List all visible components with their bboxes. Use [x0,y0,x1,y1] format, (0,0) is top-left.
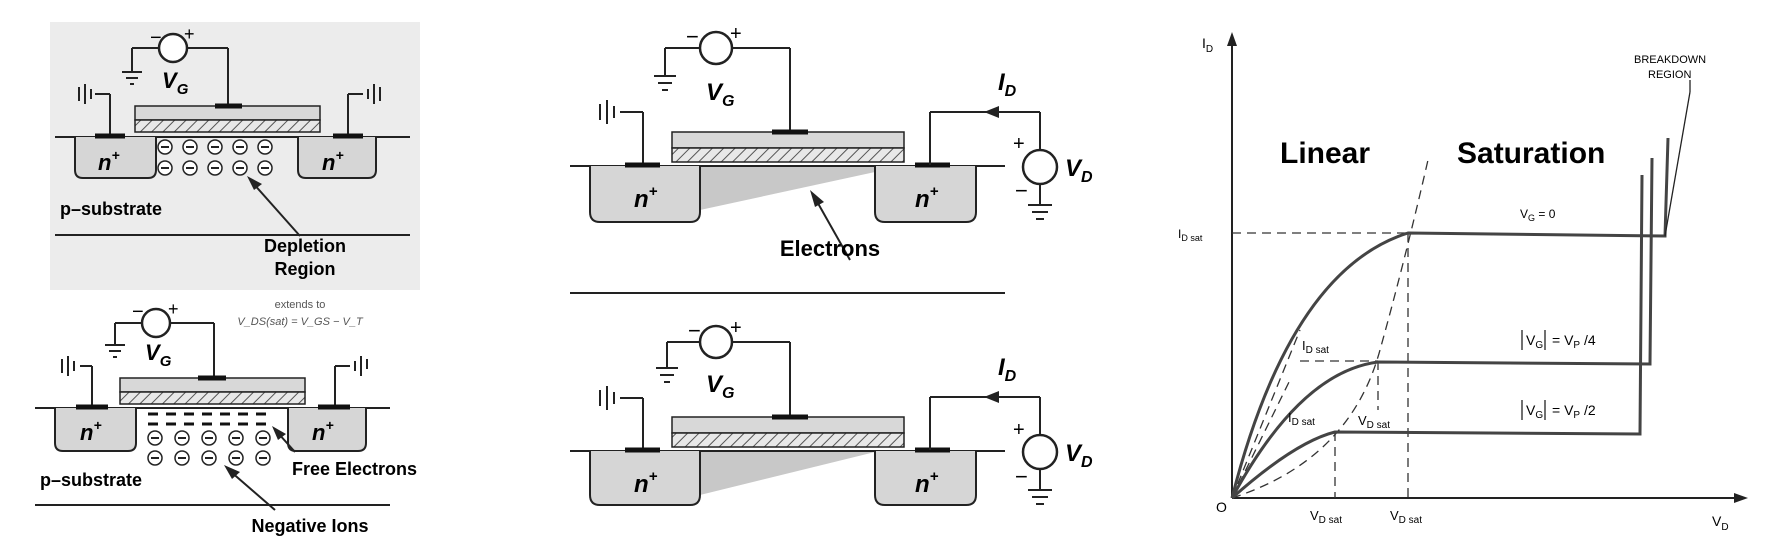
drain-current-label: ID [998,69,1017,100]
depletion-region-label-1: Depletion [264,236,346,256]
minus-sign: − [132,301,144,323]
minus-sign: − [150,27,162,49]
breakdown-label-2: REGION [1648,69,1691,81]
gate-oxide [671,432,905,448]
panel-inversion: extends to V_DS(sat) = V_GS − V_T − + VG… [35,299,417,536]
y-axis-label: ID [1202,35,1213,55]
source-n-plus: n+ [634,183,658,213]
source-n-plus: n+ [98,147,120,175]
minus-sign: − [688,318,701,343]
minus-sign: − [1015,178,1028,203]
extends-to-label: extends to [275,299,326,311]
drain-voltage-label: VD [1065,155,1093,186]
plus-sign: + [168,299,179,319]
channel [700,167,875,210]
drain-current-label: ID [998,354,1017,385]
source-n-plus: n+ [80,417,102,445]
minus-sign: − [686,24,699,49]
curve-vg-vp2 [1231,174,1644,500]
x-axis-label: VD [1712,513,1729,533]
gate-source-icon [698,324,734,360]
svg-text:VG: VG [1526,332,1543,351]
drain-source-icon [1021,148,1059,186]
gate-source-icon [140,307,172,339]
plus-sign: + [730,317,742,339]
plus-sign: + [1013,133,1025,155]
plus-sign: + [730,23,742,45]
drain-n-plus: n+ [915,183,939,213]
curve-label-vp2: VG = VP /2 [1521,400,1596,421]
gate-voltage-label: VG [145,340,172,370]
drain-n-plus: n+ [915,468,939,498]
plus-sign: + [184,24,195,44]
curve-vg-0 [1230,137,1670,499]
minus-sign: − [1015,464,1028,489]
drain-voltage-label: VD [1065,440,1093,471]
p-substrate-label: p–substrate [60,199,162,219]
curve-label-vg0: VG = 0 [1520,207,1556,223]
svg-text:= VP /2: = VP /2 [1552,402,1596,421]
depletion-ions [157,139,273,176]
vdsat-label-vp2: VD sat [1358,413,1390,431]
source-n-plus: n+ [634,468,658,498]
drain-source-icon [1021,433,1059,471]
vdsat-axis-label-1: VD sat [1310,508,1342,526]
idsat-label-vp4: ID sat [1302,338,1329,356]
gate-voltage-label: VG [706,371,734,402]
p-substrate-label: p–substrate [40,470,142,490]
svg-text:VG: VG [1526,402,1543,421]
saturation-boundary [1231,159,1429,499]
panel-depletion: − + VG n+ n+ [50,22,420,290]
free-electrons-label: Free Electrons [292,459,417,479]
curve-vg-vp4 [1230,157,1654,499]
gate-source-icon [698,30,734,66]
vdsat-axis-label-2: VD sat [1390,508,1422,526]
svg-text:= VP /4: = VP /4 [1552,332,1596,351]
origin-label: O [1216,499,1227,515]
linear-region-label: Linear [1280,137,1370,170]
depletion-region-label-2: Region [275,259,336,279]
gate-oxide [671,147,905,163]
curve-label-vp4: VG = VP /4 [1521,330,1596,351]
plus-sign: + [1013,419,1025,441]
saturation-region-label: Saturation [1457,137,1605,170]
idsat-label-vp2: ID sat [1288,410,1315,428]
panel-pinch-off: − + VG n+ n+ + − ID VD [570,317,1093,506]
vdssat-formula: V_DS(sat) = V_GS − V_T [237,316,364,328]
idsat-axis-label: ID sat [1178,227,1203,243]
gate-voltage-label: VG [162,68,189,98]
gate-voltage-label: VG [706,79,734,110]
free-electron-dashes [148,412,266,426]
gate-source-icon [157,32,189,64]
breakdown-label-1: BREAKDOWN [1634,54,1706,66]
gate-oxide [119,391,306,405]
breakdown-line [1664,91,1691,237]
drain-n-plus: n+ [322,147,344,175]
gate-oxide [134,119,321,133]
negative-ions-label: Negative Ions [251,516,368,536]
drain-n-plus: n+ [312,417,334,445]
negative-ions [147,430,271,466]
panel-linear-channel: − + VG n+ n+ + − ID [570,23,1093,294]
channel [700,452,875,495]
electrons-label: Electrons [780,236,880,261]
iv-characteristics-graph: ID VD O Linear Saturation BREAKDOWN REGI… [1178,32,1748,533]
